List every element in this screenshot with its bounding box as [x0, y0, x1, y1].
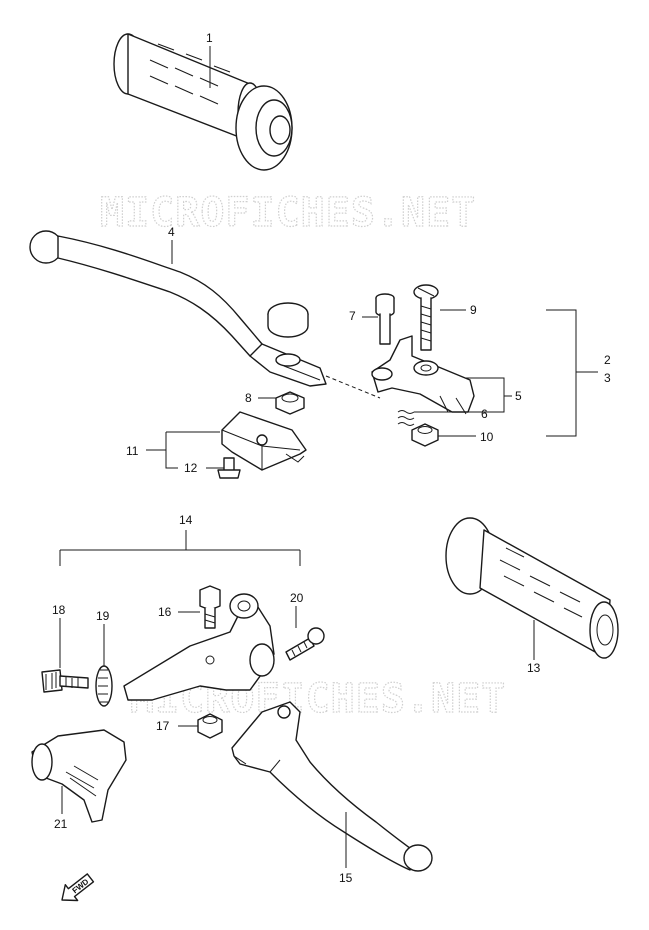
part-4-clutch-lever	[29, 230, 381, 399]
part-12-screw	[217, 457, 241, 479]
part-19-adjuster	[95, 665, 113, 707]
part-20-screw	[285, 627, 325, 661]
part-10-nut	[411, 423, 439, 447]
part-15-lever-holder	[123, 593, 275, 701]
callout-9: 9	[470, 303, 477, 317]
callout-16: 16	[158, 605, 172, 619]
callout-15: 15	[339, 871, 353, 885]
callout-11: 11	[126, 444, 139, 458]
watermark-top: MICROFICHES.NET	[100, 190, 476, 236]
callout-4: 4	[168, 225, 175, 239]
callout-6: 6	[481, 407, 488, 421]
callout-17: 17	[156, 719, 170, 733]
part-6-spring	[397, 410, 415, 426]
callout-14: 14	[179, 513, 193, 527]
part-21-cover	[31, 729, 127, 823]
callout-5: 5	[515, 389, 522, 403]
part-8-nut	[275, 391, 305, 415]
callout-19: 19	[96, 609, 110, 623]
callout-3: 3	[604, 371, 611, 385]
callout-10: 10	[480, 430, 494, 444]
part-5-bracket	[371, 335, 475, 415]
part-13-left-grip	[445, 517, 619, 659]
callout-8: 8	[245, 391, 252, 405]
part-7-bolt	[375, 293, 395, 345]
fwd-arrow-icon: FWD	[61, 873, 95, 902]
part-9-screw	[413, 284, 439, 351]
part-16-bolt	[199, 585, 221, 629]
callout-7: 7	[349, 309, 356, 323]
callout-1: 1	[206, 31, 213, 45]
part-18-screw	[41, 669, 89, 693]
callout-12: 12	[184, 461, 198, 475]
callout-21: 21	[54, 817, 68, 831]
callout-numbers: 1 2 3 4 5 6 7 8 9 10 11 12 13 14 15 16 1…	[52, 31, 611, 885]
part-11-switch	[221, 411, 307, 471]
part-15-brake-lever	[231, 701, 433, 872]
callout-2: 2	[604, 353, 611, 367]
callout-13: 13	[527, 661, 541, 675]
part-17-nut	[197, 713, 223, 739]
callout-18: 18	[52, 603, 66, 617]
part-1-throttle-grip	[113, 33, 293, 171]
leader-lines	[59, 46, 598, 868]
callout-20: 20	[290, 591, 304, 605]
